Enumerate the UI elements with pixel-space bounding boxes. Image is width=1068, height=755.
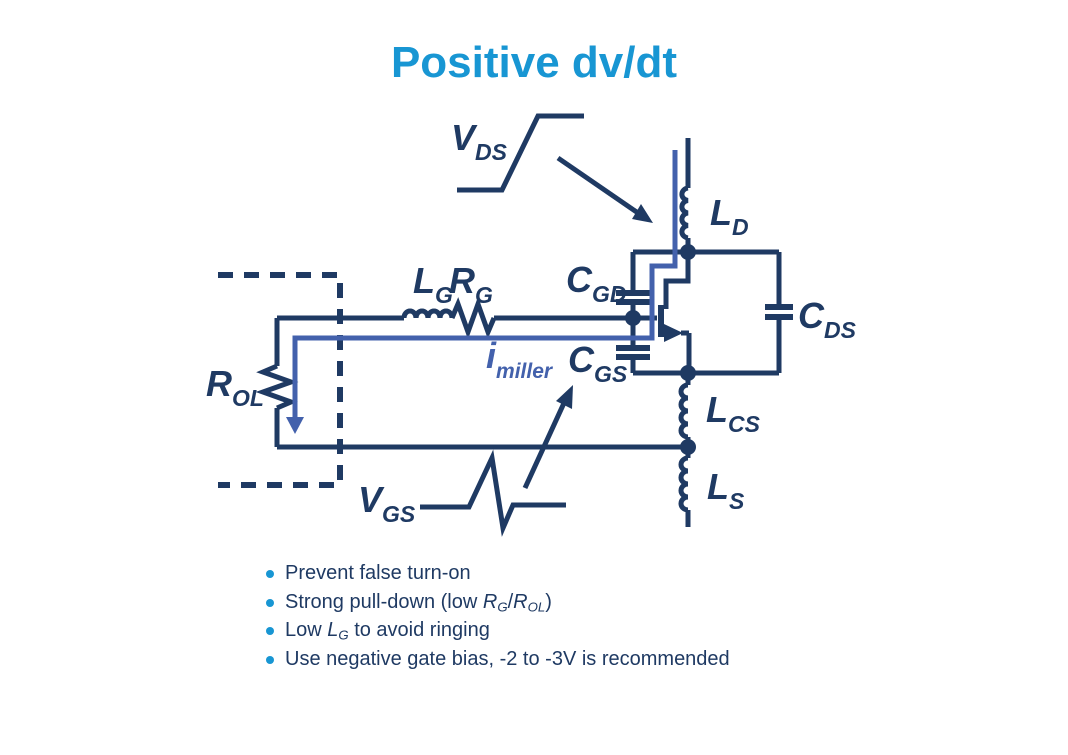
mosfet-drain-lead — [663, 252, 691, 309]
bullet-text: Strong pull-down (low RG/ROL) — [285, 590, 552, 615]
label-rg: RG — [449, 260, 493, 308]
drain-branch — [679, 138, 691, 252]
mosfet-source-arrow — [664, 324, 683, 342]
slide-title: Positive dv/dt — [390, 38, 678, 87]
bullet-list: Prevent false turn-on Strong pull-down (… — [262, 562, 730, 677]
gate-node-dot — [625, 310, 641, 326]
source-branch — [678, 373, 696, 527]
mosfet-cell — [616, 244, 793, 381]
vgs-waveform — [420, 385, 573, 537]
ls-inductor — [678, 455, 689, 513]
cds-capacitor — [765, 304, 793, 320]
bullet-dot — [266, 627, 274, 636]
bullet-dot — [266, 598, 274, 607]
bullet-item: Low LG to avoid ringing — [262, 619, 730, 648]
label-lcs: LCS — [706, 389, 761, 437]
label-ld: LD — [710, 192, 749, 240]
gate-driver-dashed-box — [218, 272, 343, 488]
vgs-glitch — [420, 449, 566, 537]
cgd-capacitor — [616, 290, 650, 305]
ld-inductor — [679, 185, 689, 241]
bullet-text: Use negative gate bias, -2 to -3V is rec… — [285, 648, 730, 671]
label-cgs: CGS — [568, 339, 628, 387]
vds-ramp — [457, 113, 584, 193]
label-rol: ROL — [206, 363, 264, 411]
miller-arrowhead — [286, 417, 304, 434]
bullet-dot — [266, 656, 274, 665]
vds-waveform — [457, 113, 653, 223]
rol-resistor — [255, 363, 299, 411]
rg-resistor — [449, 296, 497, 340]
bullet-item: Strong pull-down (low RG/ROL) — [262, 591, 730, 620]
drain-node-dot — [680, 244, 696, 260]
label-lg: LG — [413, 260, 453, 308]
label-ls: LS — [707, 466, 745, 514]
cgs-capacitor — [616, 345, 650, 360]
label-cds: CDS — [798, 295, 857, 343]
lg-inductor — [401, 308, 455, 319]
label-vds: VDS — [451, 117, 508, 165]
vds-arrowhead — [632, 204, 653, 223]
miller-current-path — [286, 150, 678, 434]
label-cgd: CGD — [566, 259, 627, 307]
miller-path-line — [292, 150, 678, 419]
vds-arrow-line — [556, 155, 640, 216]
bullet-text: Low LG to avoid ringing — [285, 619, 490, 644]
gate-loop-wires — [255, 296, 688, 450]
vgs-arrowhead — [556, 385, 573, 409]
vgs-arrow-line — [522, 401, 567, 490]
bullet-text: Prevent false turn-on — [285, 562, 471, 584]
bullet-dot — [266, 570, 274, 578]
lcs-inductor — [678, 382, 689, 440]
bullet-item: Prevent false turn-on — [262, 562, 730, 591]
bullet-item: Use negative gate bias, -2 to -3V is rec… — [262, 648, 730, 677]
label-imiller: imiller — [486, 335, 554, 383]
label-vgs: VGS — [358, 479, 416, 527]
